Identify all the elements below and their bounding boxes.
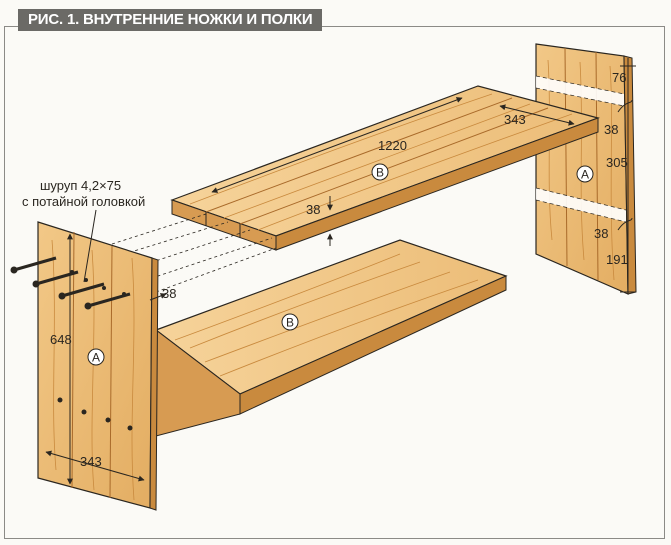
lower-shelf-part-marker <box>281 313 299 331</box>
dim-leg-thickness: 38 <box>162 286 176 301</box>
lower-shelf-part-label: B <box>286 316 294 330</box>
upper-shelf-dimension-lines <box>211 97 575 246</box>
screw-3 <box>58 282 105 300</box>
dim-upper-shelf-width: 343 <box>504 112 526 127</box>
dim-upper-shelf-length: 1220 <box>378 138 407 153</box>
figure-title: РИС. 1. ВНУТРЕННИЕ НОЖКИ И ПОЛКИ <box>18 9 323 31</box>
dim-lower-slot: 38 <box>594 226 608 241</box>
dim-upper-slot: 38 <box>604 122 618 137</box>
screw-4 <box>84 292 131 310</box>
screw-callout-line2: с потайной головкой <box>22 194 145 209</box>
callout-leader <box>83 209 97 283</box>
lower-shelf <box>154 239 508 437</box>
dim-upper-shelf-thickness: 38 <box>306 202 320 217</box>
screw-1 <box>10 256 57 274</box>
upper-shelf-part-label: B <box>376 166 384 180</box>
upper-shelf-part-marker <box>371 163 389 181</box>
dim-top-offset: 76 <box>612 70 626 85</box>
screw-2 <box>32 270 79 288</box>
figure-border <box>4 26 665 539</box>
dim-leg-height: 648 <box>50 332 72 347</box>
dim-slot-spacing: 305 <box>606 155 628 170</box>
screw-callout-line1: шуруп 4,2×75 <box>40 178 121 193</box>
screws <box>10 256 131 310</box>
left-leg-part-label: A <box>92 351 100 365</box>
left-leg-part-marker <box>87 348 105 366</box>
right-leg-part-marker <box>576 165 594 183</box>
dim-bottom-offset: 191 <box>606 252 628 267</box>
right-leg-part-label: A <box>581 168 589 182</box>
right-leg-dimension-chain <box>617 58 636 293</box>
dim-leg-width: 343 <box>80 454 102 469</box>
